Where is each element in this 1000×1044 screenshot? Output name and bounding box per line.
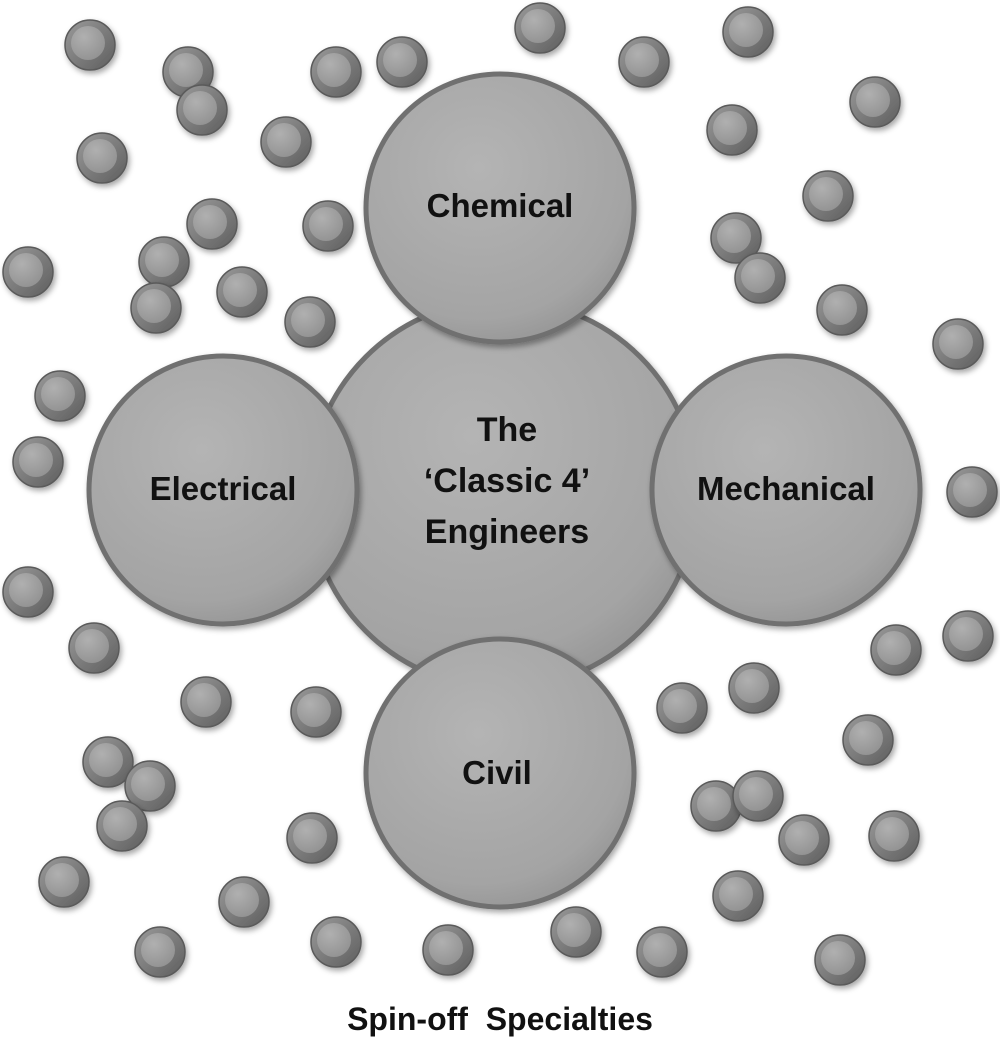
small-circle [849,76,901,128]
small-circle [710,212,762,264]
small-circle [870,624,922,676]
small-circle [130,282,182,334]
center-label-line-1: The [477,411,537,449]
small-circle [284,296,336,348]
center-label-line-3: Engineers [425,513,589,551]
small-circle [302,200,354,252]
small-circle [64,19,116,71]
small-circle [260,116,312,168]
small-circle [942,610,994,662]
small-circle [690,780,742,832]
small-circle [124,760,176,812]
small-circle [712,870,764,922]
small-circle [218,876,270,928]
chemical-circle [363,71,637,345]
small-circle [734,252,786,304]
small-circle [186,198,238,250]
chemical-label: Chemical [427,187,574,224]
small-circle [38,856,90,908]
small-circle [216,266,268,318]
small-circle [76,132,128,184]
small-circle [802,170,854,222]
small-circle [728,662,780,714]
small-circle [778,814,830,866]
small-circle [134,926,186,978]
small-circle [550,906,602,958]
small-circle [706,104,758,156]
small-circle [138,236,190,288]
civil-circle [363,636,637,910]
small-circle [816,284,868,336]
spin-off-circles [2,2,998,986]
small-circle [636,926,688,978]
small-circle [722,6,774,58]
mechanical-circle [649,353,923,627]
civil-label: Civil [462,754,532,791]
small-circle [34,370,86,422]
small-circle [2,566,54,618]
small-circle [176,84,228,136]
electrical-circle [86,353,360,627]
small-circle [946,466,998,518]
small-circle [180,676,232,728]
small-circle [618,36,670,88]
small-circle [12,436,64,488]
small-circle [310,916,362,968]
small-circle [656,682,708,734]
small-circle [310,46,362,98]
small-circle [68,622,120,674]
small-circle [290,686,342,738]
small-circle [842,714,894,766]
caption: Spin-off Specialties [347,1001,653,1037]
small-circle [82,736,134,788]
small-circle [814,934,866,986]
small-circle [422,924,474,976]
small-circle [376,36,428,88]
small-circle [286,812,338,864]
small-circle [96,800,148,852]
small-circle [932,318,984,370]
small-circle [732,770,784,822]
small-circle [868,810,920,862]
mechanical-label: Mechanical [697,470,875,507]
small-circle [2,246,54,298]
small-circle [514,2,566,54]
center-label-line-2: ‘Classic 4’ [424,462,590,500]
electrical-label: Electrical [150,470,297,507]
